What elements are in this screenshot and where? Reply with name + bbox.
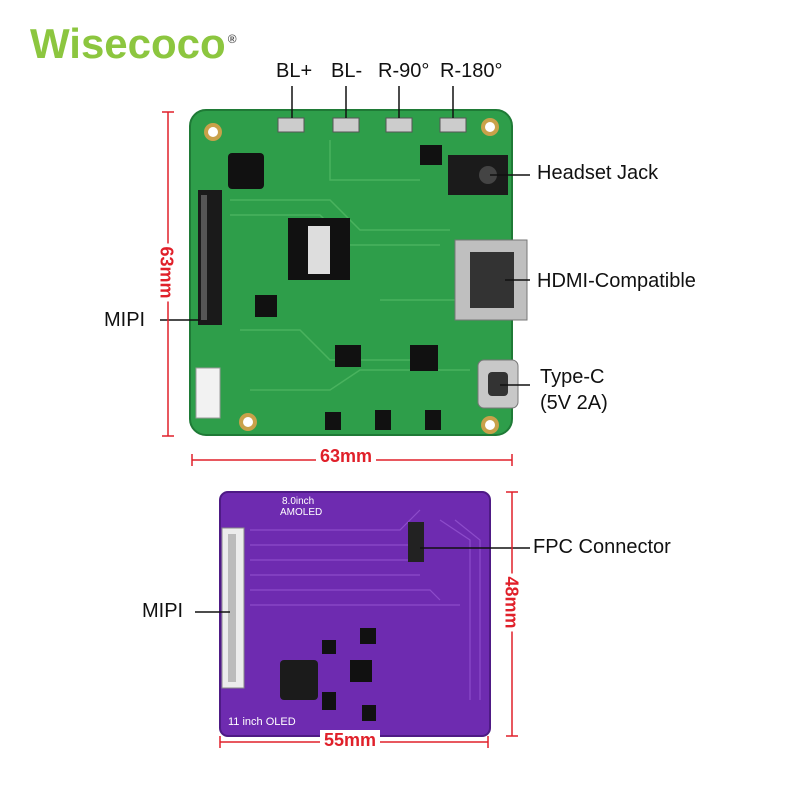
label-rotate-180: R-180° (440, 60, 503, 82)
label-hdmi: HDMI-Compatible (537, 270, 696, 292)
label-headset-jack: Headset Jack (537, 162, 659, 184)
label-mipi-top: MIPI (104, 309, 146, 331)
bottom-width-dimension: 55mm (320, 730, 381, 751)
registered-mark: ® (227, 32, 237, 46)
label-typec-power: (5V 2A) (540, 392, 608, 414)
silk-8inch: 8.0inch (282, 496, 315, 507)
top-height-dimension: 63mm (155, 243, 177, 302)
label-rotate-90: R-90° (378, 60, 430, 82)
label-bl-plus: BL+ (276, 60, 313, 82)
top-width-dimension: 63mm (316, 446, 377, 467)
bottom-height-dimension: 48mm (500, 573, 522, 632)
brand-logo: Wisecoco® (30, 20, 237, 68)
label-bl-minus: BL- (331, 60, 363, 82)
bottom-pcb-board (219, 491, 491, 737)
mounting-holes (204, 118, 499, 434)
label-typec: Type-C (540, 366, 605, 388)
silk-11inch-oled: 11 inch OLED (228, 716, 296, 728)
top-leader-lines (160, 86, 530, 386)
silk-amoled: AMOLED (280, 507, 323, 518)
brand-name: Wisecoco (30, 20, 226, 67)
fpc-connector-part (408, 522, 424, 562)
tact-buttons (277, 117, 467, 133)
top-pcb-board (189, 109, 528, 436)
label-mipi-bottom: MIPI (142, 600, 184, 622)
label-fpc-connector: FPC Connector (533, 536, 671, 558)
